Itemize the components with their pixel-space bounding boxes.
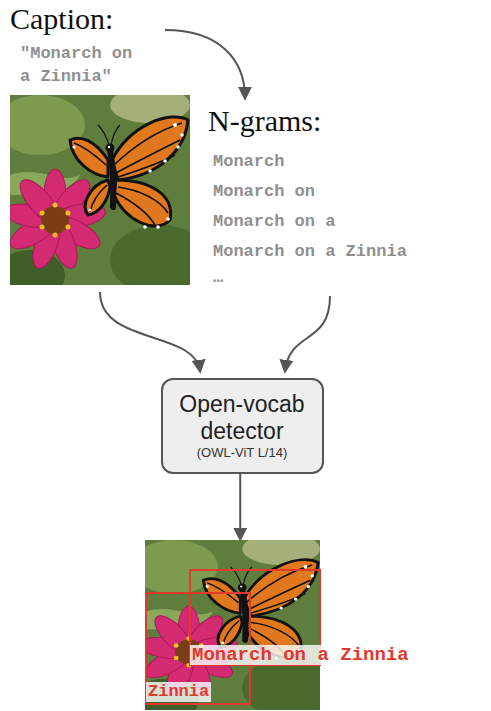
output-image: Monarch on a ZinniaZinnia	[145, 540, 320, 710]
input-photo	[0, 87, 210, 300]
section-heading: N-grams:	[208, 104, 321, 138]
ngram-text: …	[213, 266, 223, 289]
ngram-text: Monarch on a Zinnia	[213, 240, 407, 263]
flow-arrow	[165, 30, 245, 98]
output-photo	[130, 533, 339, 711]
ngram-text: Monarch on a	[213, 210, 335, 233]
flow-arrow	[285, 296, 330, 371]
section-heading: Caption:	[10, 2, 113, 36]
detection-label: Zinnia	[146, 682, 211, 702]
caption-text: "Monarch on a Zinnia"	[20, 42, 142, 88]
detector-box: Open-vocab detector(OWL-ViT L/14)	[161, 378, 324, 474]
box-title: Open-vocab detector	[175, 391, 310, 445]
detection-label: Monarch on a Zinnia	[190, 645, 411, 665]
ngram-text: Monarch	[213, 150, 284, 173]
flow-arrow	[100, 292, 200, 371]
ngram-text: Monarch on	[213, 180, 315, 203]
flow-arrow	[239, 474, 241, 539]
box-subtitle: (OWL-ViT L/14)	[197, 445, 288, 461]
